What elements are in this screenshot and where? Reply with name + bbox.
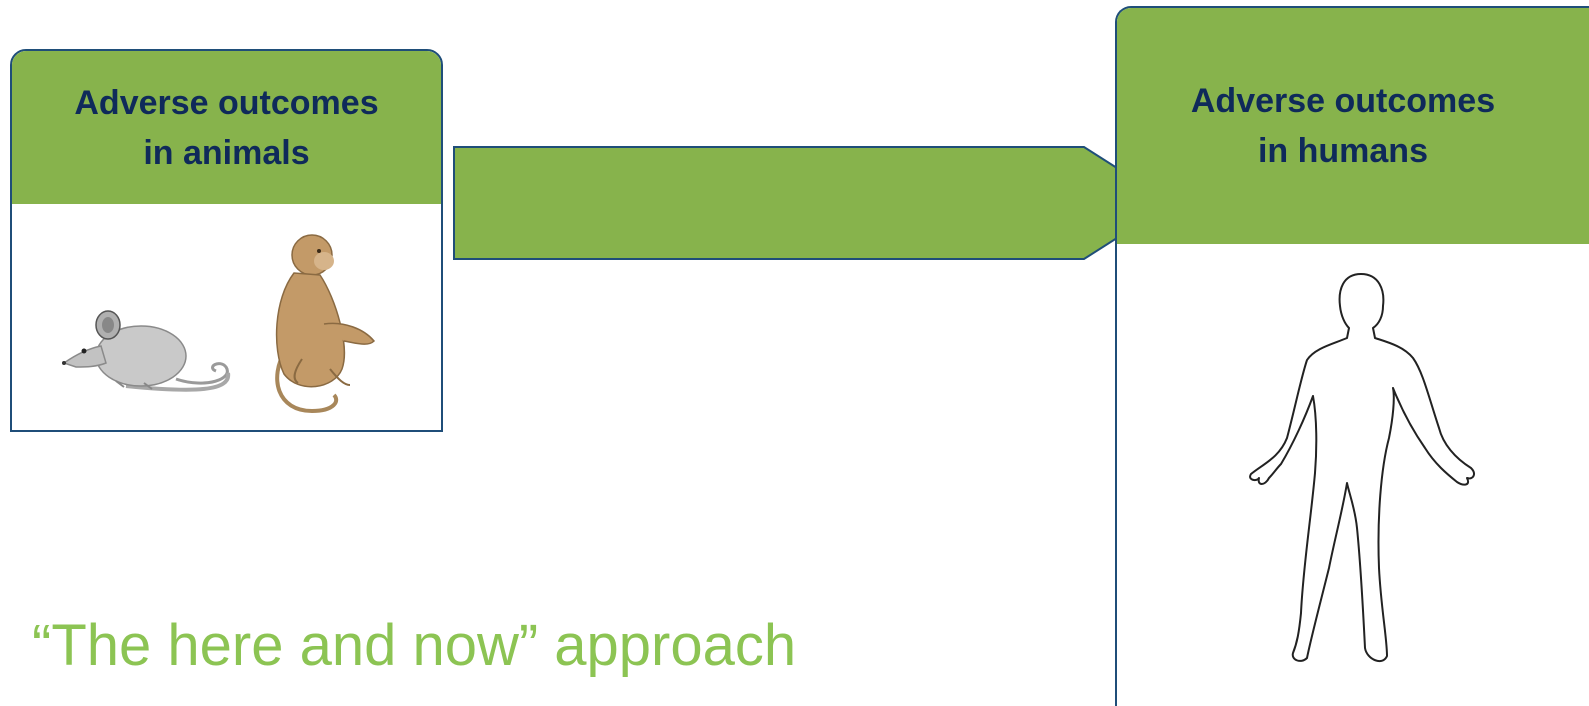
humans-outcome-box: Adverse outcomes in humans (1115, 6, 1589, 706)
animals-box-title-line1: Adverse outcomes (74, 83, 379, 122)
humans-box-header: Adverse outcomes in humans (1117, 8, 1589, 244)
humans-box-title-line1: Adverse outcomes (1190, 82, 1496, 120)
monkey-icon (275, 234, 376, 414)
humans-box-title-line2: in humans (1257, 132, 1428, 170)
approach-caption: “The here and now” approach (32, 613, 797, 678)
animals-box-title-line2: in animals (143, 133, 310, 172)
mouse-icon (62, 310, 231, 392)
human-body-outline-icon (1249, 273, 1475, 663)
animals-outcome-box: Adverse outcomes in animals (10, 49, 443, 432)
animals-box-header: Adverse outcomes in animals (12, 51, 441, 204)
